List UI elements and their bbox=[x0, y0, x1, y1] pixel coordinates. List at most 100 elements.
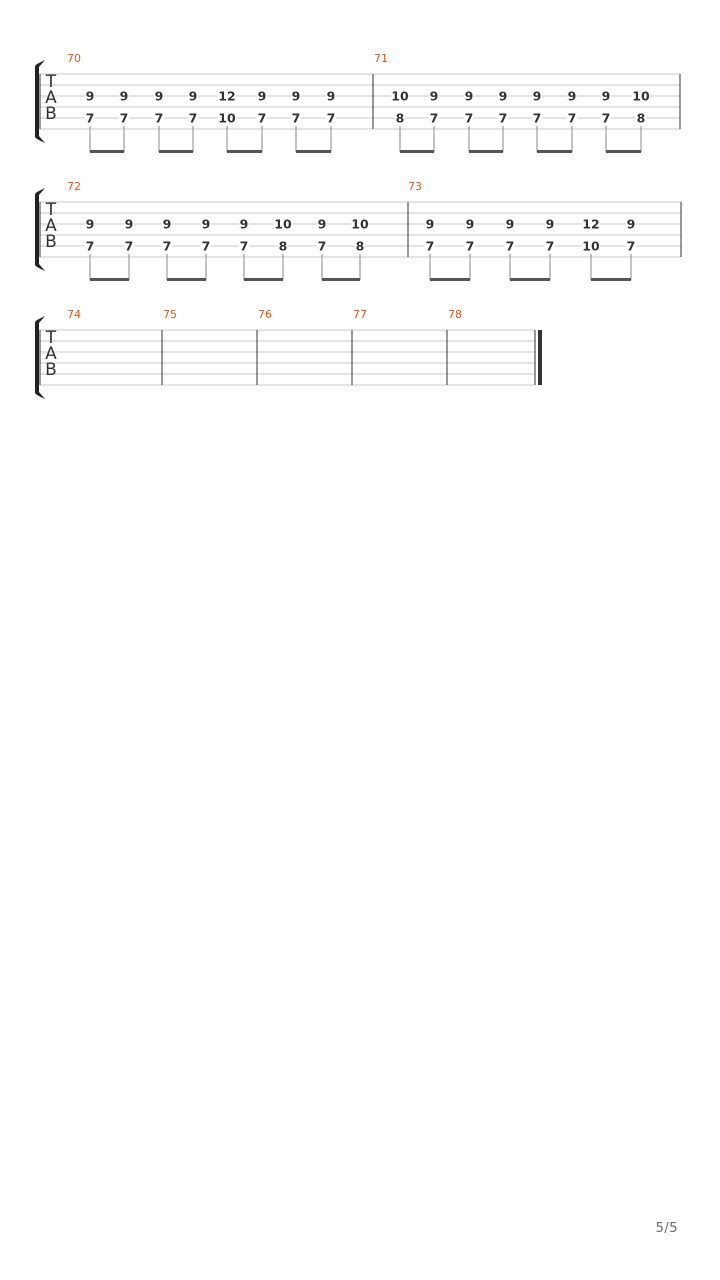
fret-number: 9 bbox=[568, 89, 577, 104]
fret-number: 9 bbox=[546, 217, 555, 232]
note-bg bbox=[532, 112, 542, 124]
note-bg bbox=[326, 112, 336, 124]
note-bg bbox=[218, 90, 236, 102]
note-bg bbox=[532, 90, 542, 102]
tab-clef-letter: T bbox=[45, 328, 57, 348]
fret-number: 7 bbox=[430, 111, 439, 126]
note-bg bbox=[85, 218, 95, 230]
note-bg bbox=[429, 90, 439, 102]
tab-clef-letter: A bbox=[45, 88, 57, 108]
fret-number: 8 bbox=[396, 111, 405, 126]
note-bg bbox=[188, 112, 198, 124]
note-bg bbox=[395, 112, 405, 124]
note-bg bbox=[632, 90, 650, 102]
note-bg bbox=[317, 240, 327, 252]
measure-number: 72 bbox=[67, 180, 81, 193]
measure-number: 78 bbox=[448, 308, 462, 321]
fret-number: 7 bbox=[189, 111, 198, 126]
tab-clef-letter: A bbox=[45, 216, 57, 236]
note-bg bbox=[201, 218, 211, 230]
note-bg bbox=[567, 90, 577, 102]
note-bg bbox=[505, 218, 515, 230]
note-bg bbox=[425, 240, 435, 252]
note-bg bbox=[326, 90, 336, 102]
note-bg bbox=[154, 90, 164, 102]
fret-number: 9 bbox=[163, 217, 172, 232]
beam bbox=[244, 278, 283, 281]
tab-clef-letter: T bbox=[45, 72, 57, 92]
tab-clef-letter: B bbox=[45, 104, 57, 124]
beam bbox=[400, 150, 434, 153]
fret-number: 7 bbox=[546, 239, 555, 254]
fret-number: 7 bbox=[240, 239, 249, 254]
fret-number: 9 bbox=[189, 89, 198, 104]
fret-number: 10 bbox=[351, 217, 369, 232]
note-bg bbox=[429, 112, 439, 124]
note-bg bbox=[465, 240, 475, 252]
page-number: 5/5 bbox=[655, 1221, 678, 1236]
fret-number: 7 bbox=[258, 111, 267, 126]
note-bg bbox=[124, 240, 134, 252]
beam bbox=[159, 150, 193, 153]
note-bg bbox=[257, 90, 267, 102]
fret-number: 7 bbox=[202, 239, 211, 254]
beam bbox=[227, 150, 262, 153]
tab-clef-letter: T bbox=[45, 200, 57, 220]
note-bg bbox=[218, 112, 236, 124]
fret-number: 7 bbox=[602, 111, 611, 126]
fret-number: 7 bbox=[627, 239, 636, 254]
note-bg bbox=[291, 90, 301, 102]
note-bg bbox=[291, 112, 301, 124]
measure-number: 71 bbox=[374, 52, 388, 65]
fret-number: 9 bbox=[533, 89, 542, 104]
fret-number: 7 bbox=[292, 111, 301, 126]
note-bg bbox=[601, 90, 611, 102]
fret-number: 9 bbox=[426, 217, 435, 232]
note-bg bbox=[85, 90, 95, 102]
fret-number: 10 bbox=[218, 111, 236, 126]
fret-number: 12 bbox=[218, 89, 235, 104]
fret-number: 7 bbox=[465, 111, 474, 126]
measure-number: 76 bbox=[258, 308, 272, 321]
note-bg bbox=[154, 112, 164, 124]
note-bg bbox=[582, 218, 600, 230]
fret-number: 8 bbox=[279, 239, 288, 254]
fret-number: 7 bbox=[86, 111, 95, 126]
fret-number: 9 bbox=[627, 217, 636, 232]
fret-number: 9 bbox=[86, 89, 95, 104]
fret-number: 7 bbox=[120, 111, 129, 126]
note-bg bbox=[464, 90, 474, 102]
note-bg bbox=[188, 90, 198, 102]
system-bracket bbox=[35, 60, 45, 143]
note-bg bbox=[601, 112, 611, 124]
note-bg bbox=[239, 218, 249, 230]
fret-number: 12 bbox=[582, 217, 599, 232]
fret-number: 7 bbox=[318, 239, 327, 254]
fret-number: 9 bbox=[86, 217, 95, 232]
note-bg bbox=[465, 218, 475, 230]
fret-number: 7 bbox=[155, 111, 164, 126]
fret-number: 9 bbox=[202, 217, 211, 232]
system-bracket bbox=[35, 316, 45, 399]
note-bg bbox=[162, 218, 172, 230]
fret-number: 10 bbox=[274, 217, 292, 232]
fret-number: 7 bbox=[327, 111, 336, 126]
fret-number: 9 bbox=[155, 89, 164, 104]
fret-number: 9 bbox=[602, 89, 611, 104]
fret-number: 7 bbox=[533, 111, 542, 126]
measure-number: 73 bbox=[408, 180, 422, 193]
tab-clef-letter: B bbox=[45, 360, 57, 380]
note-bg bbox=[162, 240, 172, 252]
measure-number: 74 bbox=[67, 308, 81, 321]
fret-number: 7 bbox=[568, 111, 577, 126]
note-bg bbox=[391, 90, 409, 102]
fret-number: 9 bbox=[506, 217, 515, 232]
fret-number: 8 bbox=[637, 111, 646, 126]
fret-number: 9 bbox=[125, 217, 134, 232]
note-bg bbox=[464, 112, 474, 124]
tablature-score: TAB7097979797121097979771108979797979797… bbox=[35, 52, 682, 399]
fret-number: 7 bbox=[125, 239, 134, 254]
note-bg bbox=[124, 218, 134, 230]
beam bbox=[469, 150, 503, 153]
fret-number: 9 bbox=[465, 89, 474, 104]
